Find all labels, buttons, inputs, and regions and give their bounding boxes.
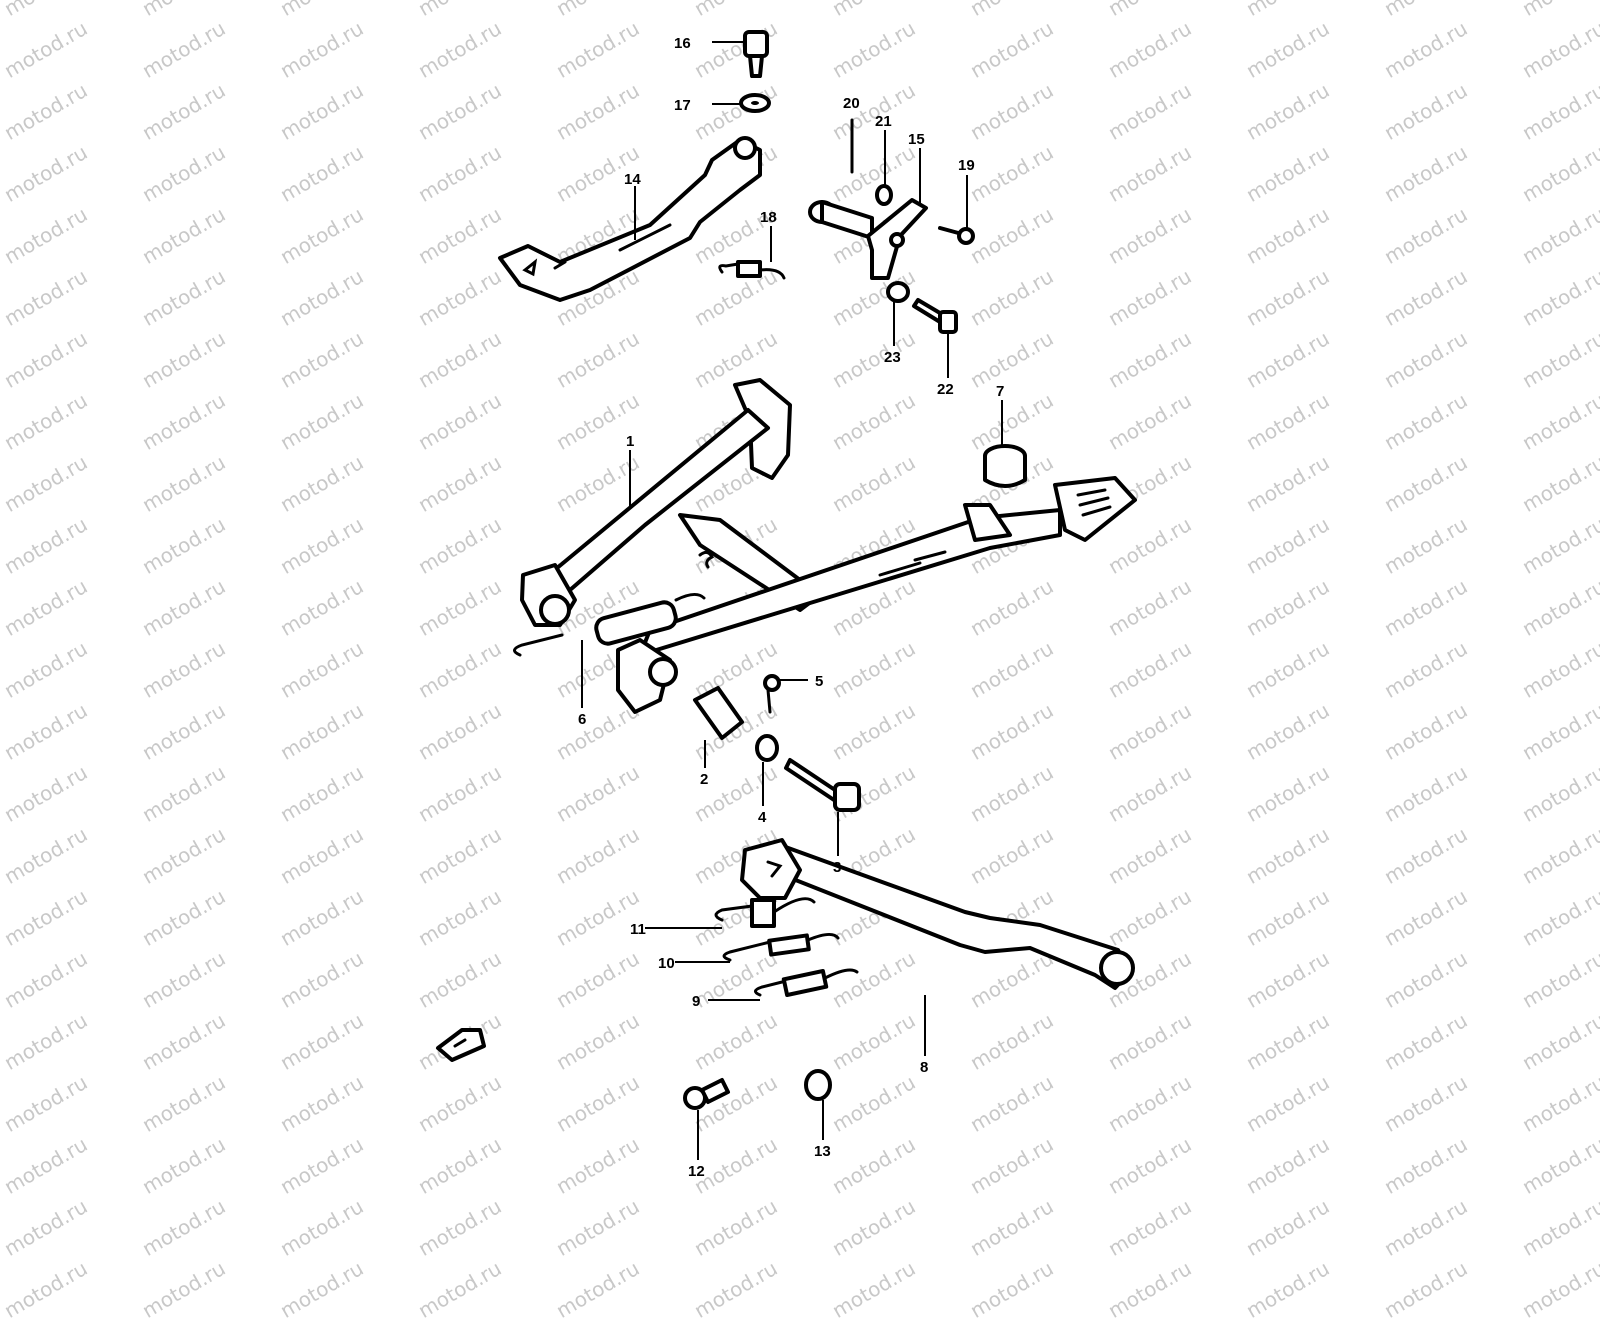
watermark-text: motod.ru — [0, 1194, 92, 1261]
bolt-3 — [784, 758, 861, 812]
watermark-text: motod.ru — [966, 1194, 1058, 1261]
label-19: 19 — [958, 157, 975, 174]
watermark-text: motod.ru — [828, 1194, 920, 1261]
watermark-text: motod.ru — [0, 1256, 92, 1323]
label-6: 6 — [578, 711, 586, 728]
clip-5 — [763, 674, 781, 714]
label-8: 8 — [920, 1059, 928, 1076]
bolt-12 — [683, 1078, 730, 1110]
label-13: 13 — [814, 1143, 831, 1160]
label-2: 2 — [700, 771, 708, 788]
watermark-text: motod.ru — [1380, 1256, 1472, 1323]
label-15: 15 — [908, 131, 925, 148]
label-23: 23 — [884, 349, 901, 366]
spring-6 — [513, 593, 706, 657]
watermark-text: motod.ru — [1380, 1194, 1472, 1261]
stopper-7 — [983, 444, 1027, 488]
watermark-text: motod.ru — [552, 1256, 644, 1323]
watermark-text: motod.ru — [552, 1194, 644, 1261]
watermark-text: motod.ru — [690, 1194, 782, 1261]
watermark-text: motod.ru — [414, 1256, 506, 1323]
label-11: 11 — [630, 921, 646, 938]
label-5: 5 — [815, 673, 823, 690]
nut-23 — [886, 281, 910, 303]
washer-21 — [875, 184, 893, 206]
label-9: 9 — [692, 993, 700, 1010]
nut-13 — [804, 1069, 832, 1101]
watermark-text: motod.ru — [1242, 1194, 1334, 1261]
bolt-19 — [938, 226, 975, 245]
watermark-text: motod.ru — [966, 1256, 1058, 1323]
watermark-text: motod.ru — [276, 1256, 368, 1323]
washer-17 — [739, 93, 771, 113]
watermark-text: motod.ru — [690, 1256, 782, 1323]
label-7: 7 — [996, 383, 1004, 400]
watermark-text: motod.ru — [276, 1194, 368, 1261]
label-18: 18 — [760, 209, 777, 226]
label-21: 21 — [875, 113, 892, 130]
front-arrow-icon — [436, 1028, 486, 1062]
bolt-22 — [912, 298, 958, 334]
label-4: 4 — [758, 809, 767, 826]
bushing-2 — [693, 686, 744, 740]
watermark-text: motod.ru — [1104, 1194, 1196, 1261]
label-12: 12 — [688, 1163, 705, 1180]
watermark-text: motod.ru — [1242, 1256, 1334, 1323]
watermark-text: motod.ru — [828, 1256, 920, 1323]
spring-18 — [718, 260, 786, 280]
leader-lines — [581, 41, 1003, 1160]
label-20: 20 — [843, 95, 860, 112]
label-16: 16 — [674, 35, 691, 52]
side-stand — [740, 838, 1135, 990]
part-labels: 16 17 14 18 20 21 15 19 23 22 7 1 6 2 5 … — [578, 35, 1004, 1180]
bolt-16 — [743, 30, 769, 78]
watermark-text: motod.ru — [1518, 1194, 1600, 1261]
label-1: 1 — [626, 433, 634, 450]
label-3: 3 — [833, 859, 841, 876]
exploded-parts-diagram: 16 17 14 18 20 21 15 19 23 22 7 1 6 2 5 … — [436, 30, 1137, 1180]
label-14: 14 — [624, 171, 641, 188]
brake-lever-arm-15 — [808, 198, 928, 280]
watermark-text: motod.ru — [1104, 1256, 1196, 1323]
washer-4 — [755, 734, 779, 762]
label-22: 22 — [937, 381, 954, 398]
watermark-text: motod.ru — [138, 1256, 230, 1323]
watermark-text: motod.ru — [414, 1194, 506, 1261]
watermark-text: motod.ru — [138, 1194, 230, 1261]
spring-9 — [754, 968, 859, 997]
label-10: 10 — [658, 955, 675, 972]
spring-11 — [714, 897, 816, 928]
center-stand — [520, 378, 1137, 714]
label-17: 17 — [674, 97, 691, 114]
brake-pedal — [498, 136, 762, 302]
spring-10 — [722, 933, 840, 962]
watermark-text: motod.ru — [1518, 1256, 1600, 1323]
